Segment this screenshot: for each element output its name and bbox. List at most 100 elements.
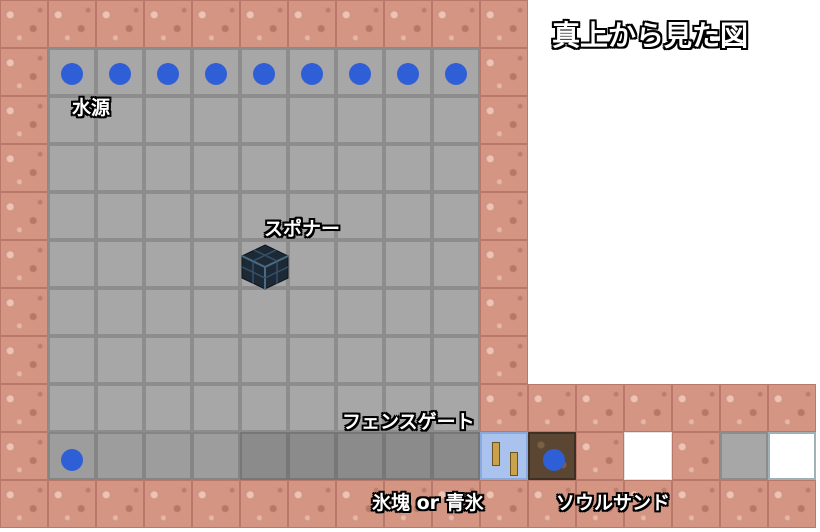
stone-floor-block	[384, 144, 432, 192]
water-channel-block	[96, 432, 144, 480]
water-source-dot	[543, 449, 565, 471]
granite-block	[0, 48, 48, 96]
stone-floor-block	[384, 48, 432, 96]
stone-floor-block	[48, 288, 96, 336]
granite-block	[144, 480, 192, 528]
granite-block	[48, 480, 96, 528]
granite-block	[288, 480, 336, 528]
stone-floor-block	[144, 384, 192, 432]
water-channel-block	[336, 432, 384, 480]
stone-floor-block	[432, 48, 480, 96]
granite-block	[672, 432, 720, 480]
granite-block	[240, 480, 288, 528]
granite-block	[0, 288, 48, 336]
stone-floor-block	[144, 288, 192, 336]
granite-block	[0, 240, 48, 288]
granite-block	[0, 96, 48, 144]
stone-floor-block	[96, 288, 144, 336]
stone-floor-block	[240, 288, 288, 336]
granite-block	[192, 480, 240, 528]
water-source-dot	[205, 63, 227, 85]
fence-gate-label: フェンスゲート	[342, 411, 475, 433]
granite-block	[0, 480, 48, 528]
stone-floor-block	[432, 192, 480, 240]
granite-block	[480, 0, 528, 48]
stone-floor-block	[288, 96, 336, 144]
granite-block	[672, 480, 720, 528]
stone-floor-block	[48, 336, 96, 384]
stone-floor-block	[144, 144, 192, 192]
stone-floor-block	[192, 192, 240, 240]
granite-block	[480, 288, 528, 336]
stone-floor-block	[144, 240, 192, 288]
diagram-title: 真上から見た図	[552, 19, 749, 52]
stone-floor-block	[336, 288, 384, 336]
stone-floor-block	[288, 384, 336, 432]
stone-floor-block	[240, 192, 288, 240]
stone-floor-block	[240, 144, 288, 192]
stone-floor-block	[192, 240, 240, 288]
ice-label: 氷塊 or 青氷	[372, 492, 484, 514]
stone-floor-block	[48, 144, 96, 192]
stone-floor-block	[192, 288, 240, 336]
granite-block	[432, 0, 480, 48]
stone-floor-block	[336, 96, 384, 144]
granite-block	[288, 0, 336, 48]
granite-block	[0, 192, 48, 240]
granite-block	[528, 384, 576, 432]
stone-floor-block	[144, 96, 192, 144]
stone-floor-block	[96, 336, 144, 384]
stone-floor-block	[288, 240, 336, 288]
granite-block	[480, 384, 528, 432]
stone-floor-block	[144, 336, 192, 384]
stone-floor-block	[384, 192, 432, 240]
stone-floor-block	[288, 144, 336, 192]
stone-floor-block	[336, 384, 384, 432]
granite-block	[480, 336, 528, 384]
water-source-dot	[397, 63, 419, 85]
stone-floor-block	[192, 336, 240, 384]
stone-floor-block	[48, 96, 96, 144]
water-source-dot	[445, 63, 467, 85]
stone-floor-block	[336, 240, 384, 288]
fence-gate-icon	[492, 442, 500, 466]
ice-block	[768, 432, 816, 480]
stone-floor-block	[96, 192, 144, 240]
granite-block	[480, 240, 528, 288]
soul-sand-label: ソウルサンド	[556, 492, 671, 514]
stone-floor-block	[240, 96, 288, 144]
water-channel-block	[432, 432, 480, 480]
stone-floor-block	[336, 192, 384, 240]
stone-floor-block	[288, 192, 336, 240]
stone-floor-block	[192, 96, 240, 144]
granite-block	[576, 432, 624, 480]
granite-block	[624, 384, 672, 432]
stone-floor-block	[192, 144, 240, 192]
stone-floor-block	[144, 192, 192, 240]
granite-block	[336, 480, 384, 528]
stone-floor-block	[384, 240, 432, 288]
water-source-dot	[253, 63, 275, 85]
fence-gate-icon	[510, 452, 518, 476]
stone-floor-block	[48, 192, 96, 240]
stone-floor-block	[432, 288, 480, 336]
granite-block	[672, 384, 720, 432]
granite-block	[480, 96, 528, 144]
granite-block	[720, 384, 768, 432]
granite-block	[144, 0, 192, 48]
granite-block	[768, 384, 816, 432]
water-source-dot	[61, 63, 83, 85]
granite-block	[432, 480, 480, 528]
granite-block	[0, 384, 48, 432]
stone-floor-block	[48, 240, 96, 288]
granite-block	[528, 480, 576, 528]
stone-floor-block	[240, 384, 288, 432]
water-source-dot	[61, 449, 83, 471]
empty-block	[624, 432, 672, 480]
water-source-dot	[301, 63, 323, 85]
stone-floor-block	[336, 336, 384, 384]
granite-block	[240, 0, 288, 48]
granite-block	[0, 144, 48, 192]
stone-floor-block	[192, 384, 240, 432]
